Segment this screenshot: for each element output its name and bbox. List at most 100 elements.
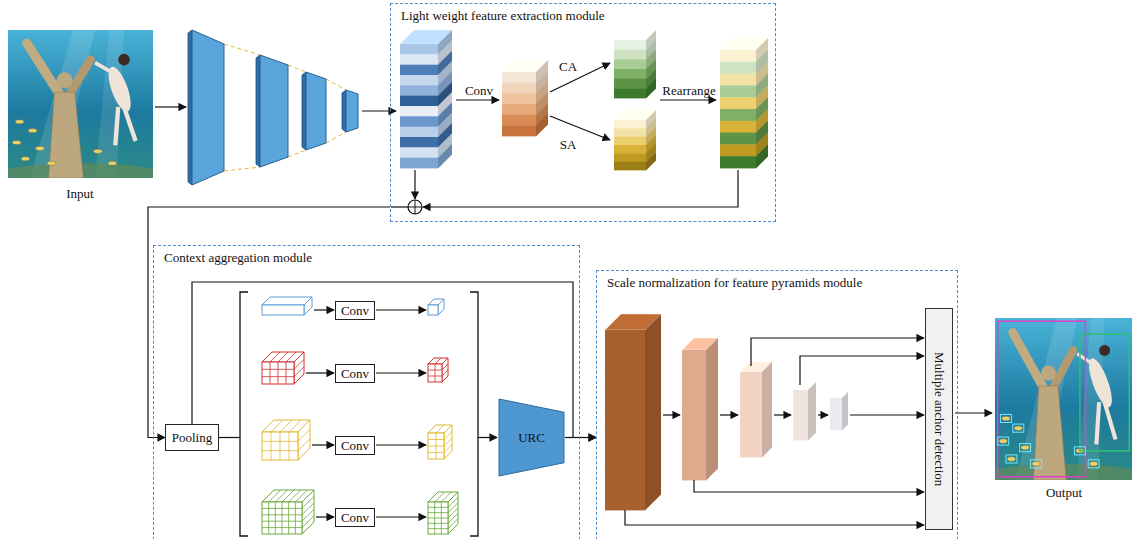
light-ray [30,30,95,178]
fish [47,161,56,165]
grid-line [428,376,442,377]
diver-head [1099,345,1110,356]
flow-line [376,444,426,445]
flow-line [663,414,680,415]
label-holder: CA [559,57,577,75]
grid-line [295,490,307,502]
grid-line [270,352,280,362]
face-side [536,113,548,136]
projection-line [288,65,306,72]
tensor-cube [428,358,448,382]
tensor-cube [262,420,310,460]
stripe [614,59,646,69]
statue-arm [27,43,60,95]
stripe [400,65,438,76]
grid-line [444,445,452,453]
grid-line [448,508,458,518]
grid-line [275,502,276,534]
flow-line [423,170,738,207]
grid-line [262,369,294,370]
feature-map [346,90,358,132]
grid-line [302,516,314,528]
flow-line [414,170,415,199]
annotation-label: Conv [465,83,493,98]
grid-line [448,497,458,507]
stripe [502,104,536,115]
detection-box [1080,334,1129,451]
fish [28,129,37,133]
sum-symbol [408,200,422,214]
stripe [400,75,438,86]
stripe [502,93,536,104]
stripe [400,96,438,107]
detection-box [1020,444,1031,452]
stripe [793,390,808,440]
fish [1007,457,1015,462]
grid-line [294,367,304,377]
module-frame: Light weight feature extraction module [390,3,776,222]
node-text: Light weight feature extraction module [401,8,605,23]
sum-symbol [415,200,416,214]
grid-line [295,502,296,534]
pyramid-level [605,314,661,510]
node-text: Context aggregation module [164,250,312,265]
detection-box [1074,447,1085,455]
grid-line [262,376,294,377]
flow-line [818,414,828,415]
face-side [438,144,452,169]
label-holder: Rearrange [662,81,715,99]
fish [1021,445,1029,450]
grid-line [442,370,448,376]
flow-line [550,116,610,140]
fish [15,120,24,124]
fish [1002,416,1010,421]
grid-line [262,527,302,528]
input-image [0,30,182,199]
stripe [400,147,438,158]
flow-line [955,412,992,413]
trapezoid-block: URC [498,398,565,477]
flow-line [694,480,924,492]
process-box: Conv [335,301,375,320]
flow-line [219,437,240,438]
detection-box [1013,424,1024,432]
grid-line [282,502,283,534]
face-side [645,314,661,510]
detection-box [998,321,1086,477]
node-text: URC [518,430,545,445]
label-holder: Conv [465,81,493,99]
node-text: Scale normalization for feature pyramids… [607,275,862,290]
stripe [614,79,646,89]
stripe [720,74,756,86]
diver-arm [95,63,115,75]
grid-line [286,362,287,384]
grid-line [302,496,314,508]
grid-line [428,523,448,524]
grid-line [275,490,287,502]
stripe [614,153,646,162]
stripe [720,144,756,156]
diver-leg [115,107,118,145]
face-side [646,78,656,98]
statue-arm [1013,333,1045,390]
flow-line [720,414,738,415]
projection-line [224,167,260,171]
rearranged-stack [720,38,768,168]
stripe [605,330,645,510]
process-box: Conv [335,508,375,527]
stripe [614,40,646,50]
stripe [400,158,438,169]
stripe [720,97,756,109]
detection-box [1006,455,1017,463]
fish [12,140,21,144]
grid-line [428,518,448,519]
flow-line [391,206,408,207]
flow-line [800,356,924,385]
cube-face [294,352,304,384]
tensor-cube [262,490,314,534]
stripe [720,62,756,74]
flow-line [625,510,924,525]
annotation-label: CA [559,59,577,74]
pyramid-level [793,382,816,440]
detection-box [998,437,1009,445]
